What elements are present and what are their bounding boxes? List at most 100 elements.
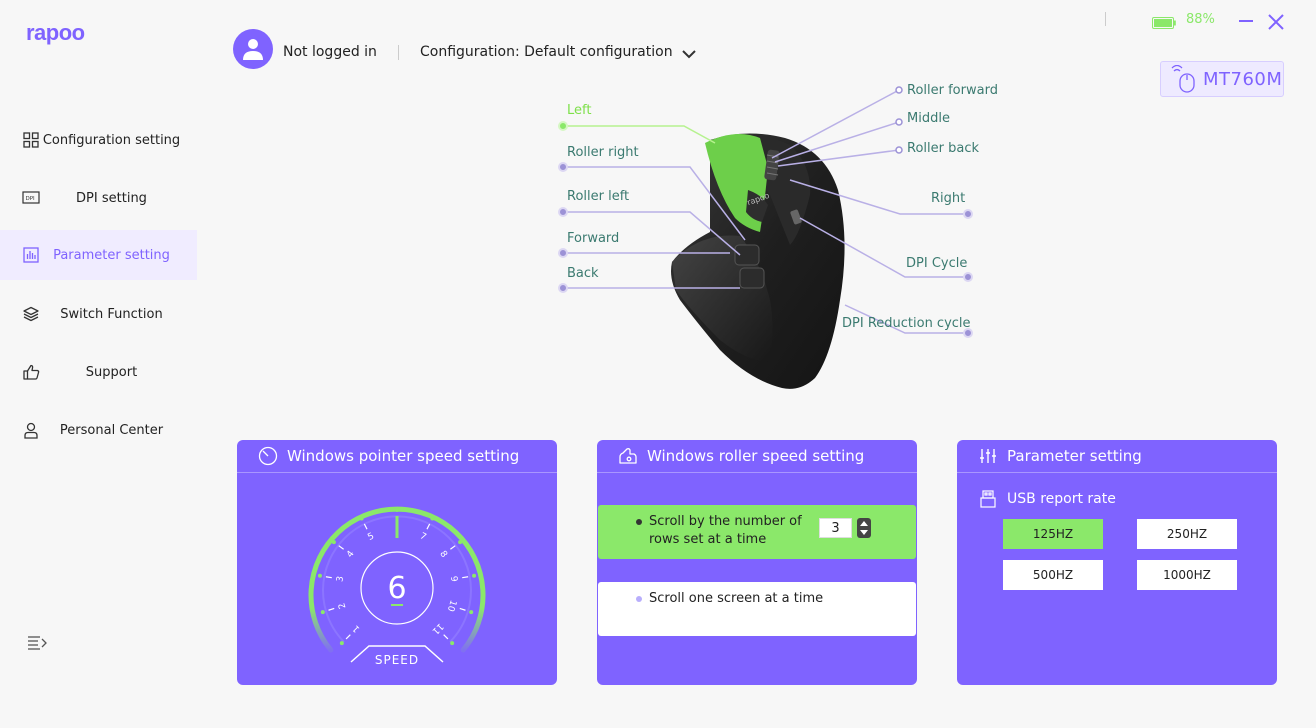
close-icon	[1268, 14, 1284, 30]
gauge-tick-label: 1	[351, 623, 362, 634]
mouse-button-dpi-reduction[interactable]: DPI Reduction cycle	[842, 316, 971, 331]
gauge-tick-label: 3	[335, 575, 346, 582]
speedometer-icon	[257, 446, 279, 466]
stepper-arrows[interactable]	[857, 518, 871, 538]
gauge-tick	[363, 523, 368, 530]
device-model-badge[interactable]: MT760M	[1160, 61, 1284, 97]
panel-header: Windows pointer speed setting	[237, 440, 557, 473]
rate-500hz-button[interactable]: 500HZ	[1003, 560, 1103, 590]
svg-text:DPI: DPI	[26, 196, 36, 202]
rapoo-logo: rapoo	[26, 20, 85, 45]
gauge-tick	[345, 634, 351, 640]
panel-title: Windows pointer speed setting	[287, 447, 520, 465]
dpi-icon: DPI	[22, 189, 40, 207]
rate-1000hz-button[interactable]: 1000HZ	[1137, 560, 1237, 590]
gauge-tick	[462, 576, 469, 579]
sidebar-item-label: Personal Center	[59, 422, 164, 438]
window-divider	[1105, 12, 1106, 26]
mouse-button-roller-right[interactable]: Roller right	[567, 145, 639, 160]
rows-value[interactable]: 3	[819, 518, 852, 538]
mouse-button-dpi-cycle[interactable]: DPI Cycle	[906, 256, 968, 271]
mouse-button-left[interactable]: Left	[567, 103, 592, 118]
mouse-button-forward[interactable]: Forward	[567, 231, 620, 246]
gauge-tick	[450, 545, 456, 550]
sidebar-item-label: Parameter setting	[53, 247, 170, 263]
battery-icon	[1152, 14, 1176, 29]
thumbs-up-icon	[22, 363, 40, 381]
gauge-dot	[359, 516, 364, 521]
gauge-dot	[430, 516, 435, 521]
mouse-button-roller-left[interactable]: Roller left	[567, 189, 630, 204]
gauge-tick-label: 7	[418, 531, 428, 543]
gauge-tick	[325, 576, 332, 579]
user-icon	[243, 39, 263, 60]
gauge-dot	[331, 540, 336, 545]
minimize-button[interactable]	[1237, 12, 1255, 30]
scroll-by-rows-option[interactable]: Scroll by the number of rows set at a ti…	[598, 505, 916, 559]
usb-icon	[979, 490, 997, 508]
gauge-tick-label: 10	[445, 599, 458, 613]
stepper-up-icon	[860, 521, 868, 526]
rows-stepper[interactable]: 3	[819, 518, 871, 538]
mouse-button-roller-back[interactable]: Roller back	[907, 141, 979, 156]
gauge-dot	[458, 540, 463, 545]
mouse-button-back[interactable]: Back	[567, 266, 599, 281]
rate-125hz-button[interactable]: 125HZ	[1003, 519, 1103, 549]
usb-report-rate-label: USB report rate	[979, 490, 1116, 508]
login-status[interactable]: Not logged in	[283, 44, 377, 60]
gauge-dot	[339, 641, 344, 646]
gauge-tick	[459, 607, 466, 611]
panel-header: Parameter setting	[957, 440, 1277, 473]
mouse-button-right[interactable]: Right	[931, 191, 966, 206]
gauge-dot	[320, 610, 325, 615]
speed-label: SPEED	[375, 653, 419, 667]
mouse-button-roller-forward[interactable]: Roller forward	[907, 83, 998, 98]
gauge-tick	[338, 545, 344, 550]
sidebar-item-label: Support	[85, 364, 138, 380]
chevron-down-icon[interactable]	[681, 46, 697, 60]
panel-title: Parameter setting	[1007, 447, 1142, 465]
sidebar-item-support[interactable]: Support	[0, 347, 197, 397]
sidebar-item-switch-function[interactable]: Switch Function	[0, 289, 197, 339]
usb-label-text: USB report rate	[1007, 491, 1116, 507]
sidebar-item-personal-center[interactable]: Personal Center	[0, 405, 197, 455]
option-text-line2: rows set at a time	[649, 532, 767, 547]
sidebar-item-label: DPI setting	[76, 190, 147, 206]
gauge-tick-label: 9	[448, 575, 459, 582]
sidebar-item-configuration[interactable]: Configuration setting	[0, 115, 197, 165]
battery-percentage: 88%	[1186, 12, 1215, 27]
configuration-selector[interactable]: Configuration: Default configuration	[420, 44, 673, 60]
option-text-line1: Scroll by the number of	[649, 514, 802, 529]
gauge-dot	[472, 573, 477, 578]
gauge-tick-label: 11	[430, 621, 445, 636]
layers-icon	[22, 305, 40, 323]
gauge-tick-label: 4	[345, 549, 357, 560]
mouse-button-middle[interactable]: Middle	[907, 111, 950, 126]
stepper-down-icon	[860, 530, 868, 535]
mouse-illustration: rapoo	[558, 86, 973, 389]
sidebar-item-parameter[interactable]: Parameter setting	[0, 230, 197, 280]
gauge-dot	[469, 610, 474, 615]
minimize-icon	[1239, 20, 1253, 22]
wireless-mouse-icon	[1171, 64, 1197, 93]
sidebar: Configuration setting DPI DPI setting Pa…	[0, 0, 197, 728]
gauge-tick	[443, 634, 449, 640]
option-text: Scroll one screen at a time	[649, 591, 824, 606]
collapse-sidebar-icon[interactable]	[27, 634, 49, 652]
gauge-dot	[395, 508, 399, 512]
radio-dot	[636, 519, 642, 525]
radio-dot	[636, 596, 642, 602]
mouse-diagram: rapoo	[558, 83, 998, 389]
grid-icon	[22, 131, 40, 149]
person-icon	[22, 421, 40, 439]
sidebar-item-dpi[interactable]: DPI DPI setting	[0, 173, 197, 223]
rate-250hz-button[interactable]: 250HZ	[1137, 519, 1237, 549]
scroll-one-screen-option[interactable]: Scroll one screen at a time	[598, 582, 916, 636]
sliders-icon	[977, 446, 999, 466]
close-button[interactable]	[1266, 12, 1286, 32]
gauge-tick-label: 8	[437, 549, 449, 560]
avatar[interactable]	[233, 29, 273, 69]
gauge-dot	[317, 573, 322, 578]
